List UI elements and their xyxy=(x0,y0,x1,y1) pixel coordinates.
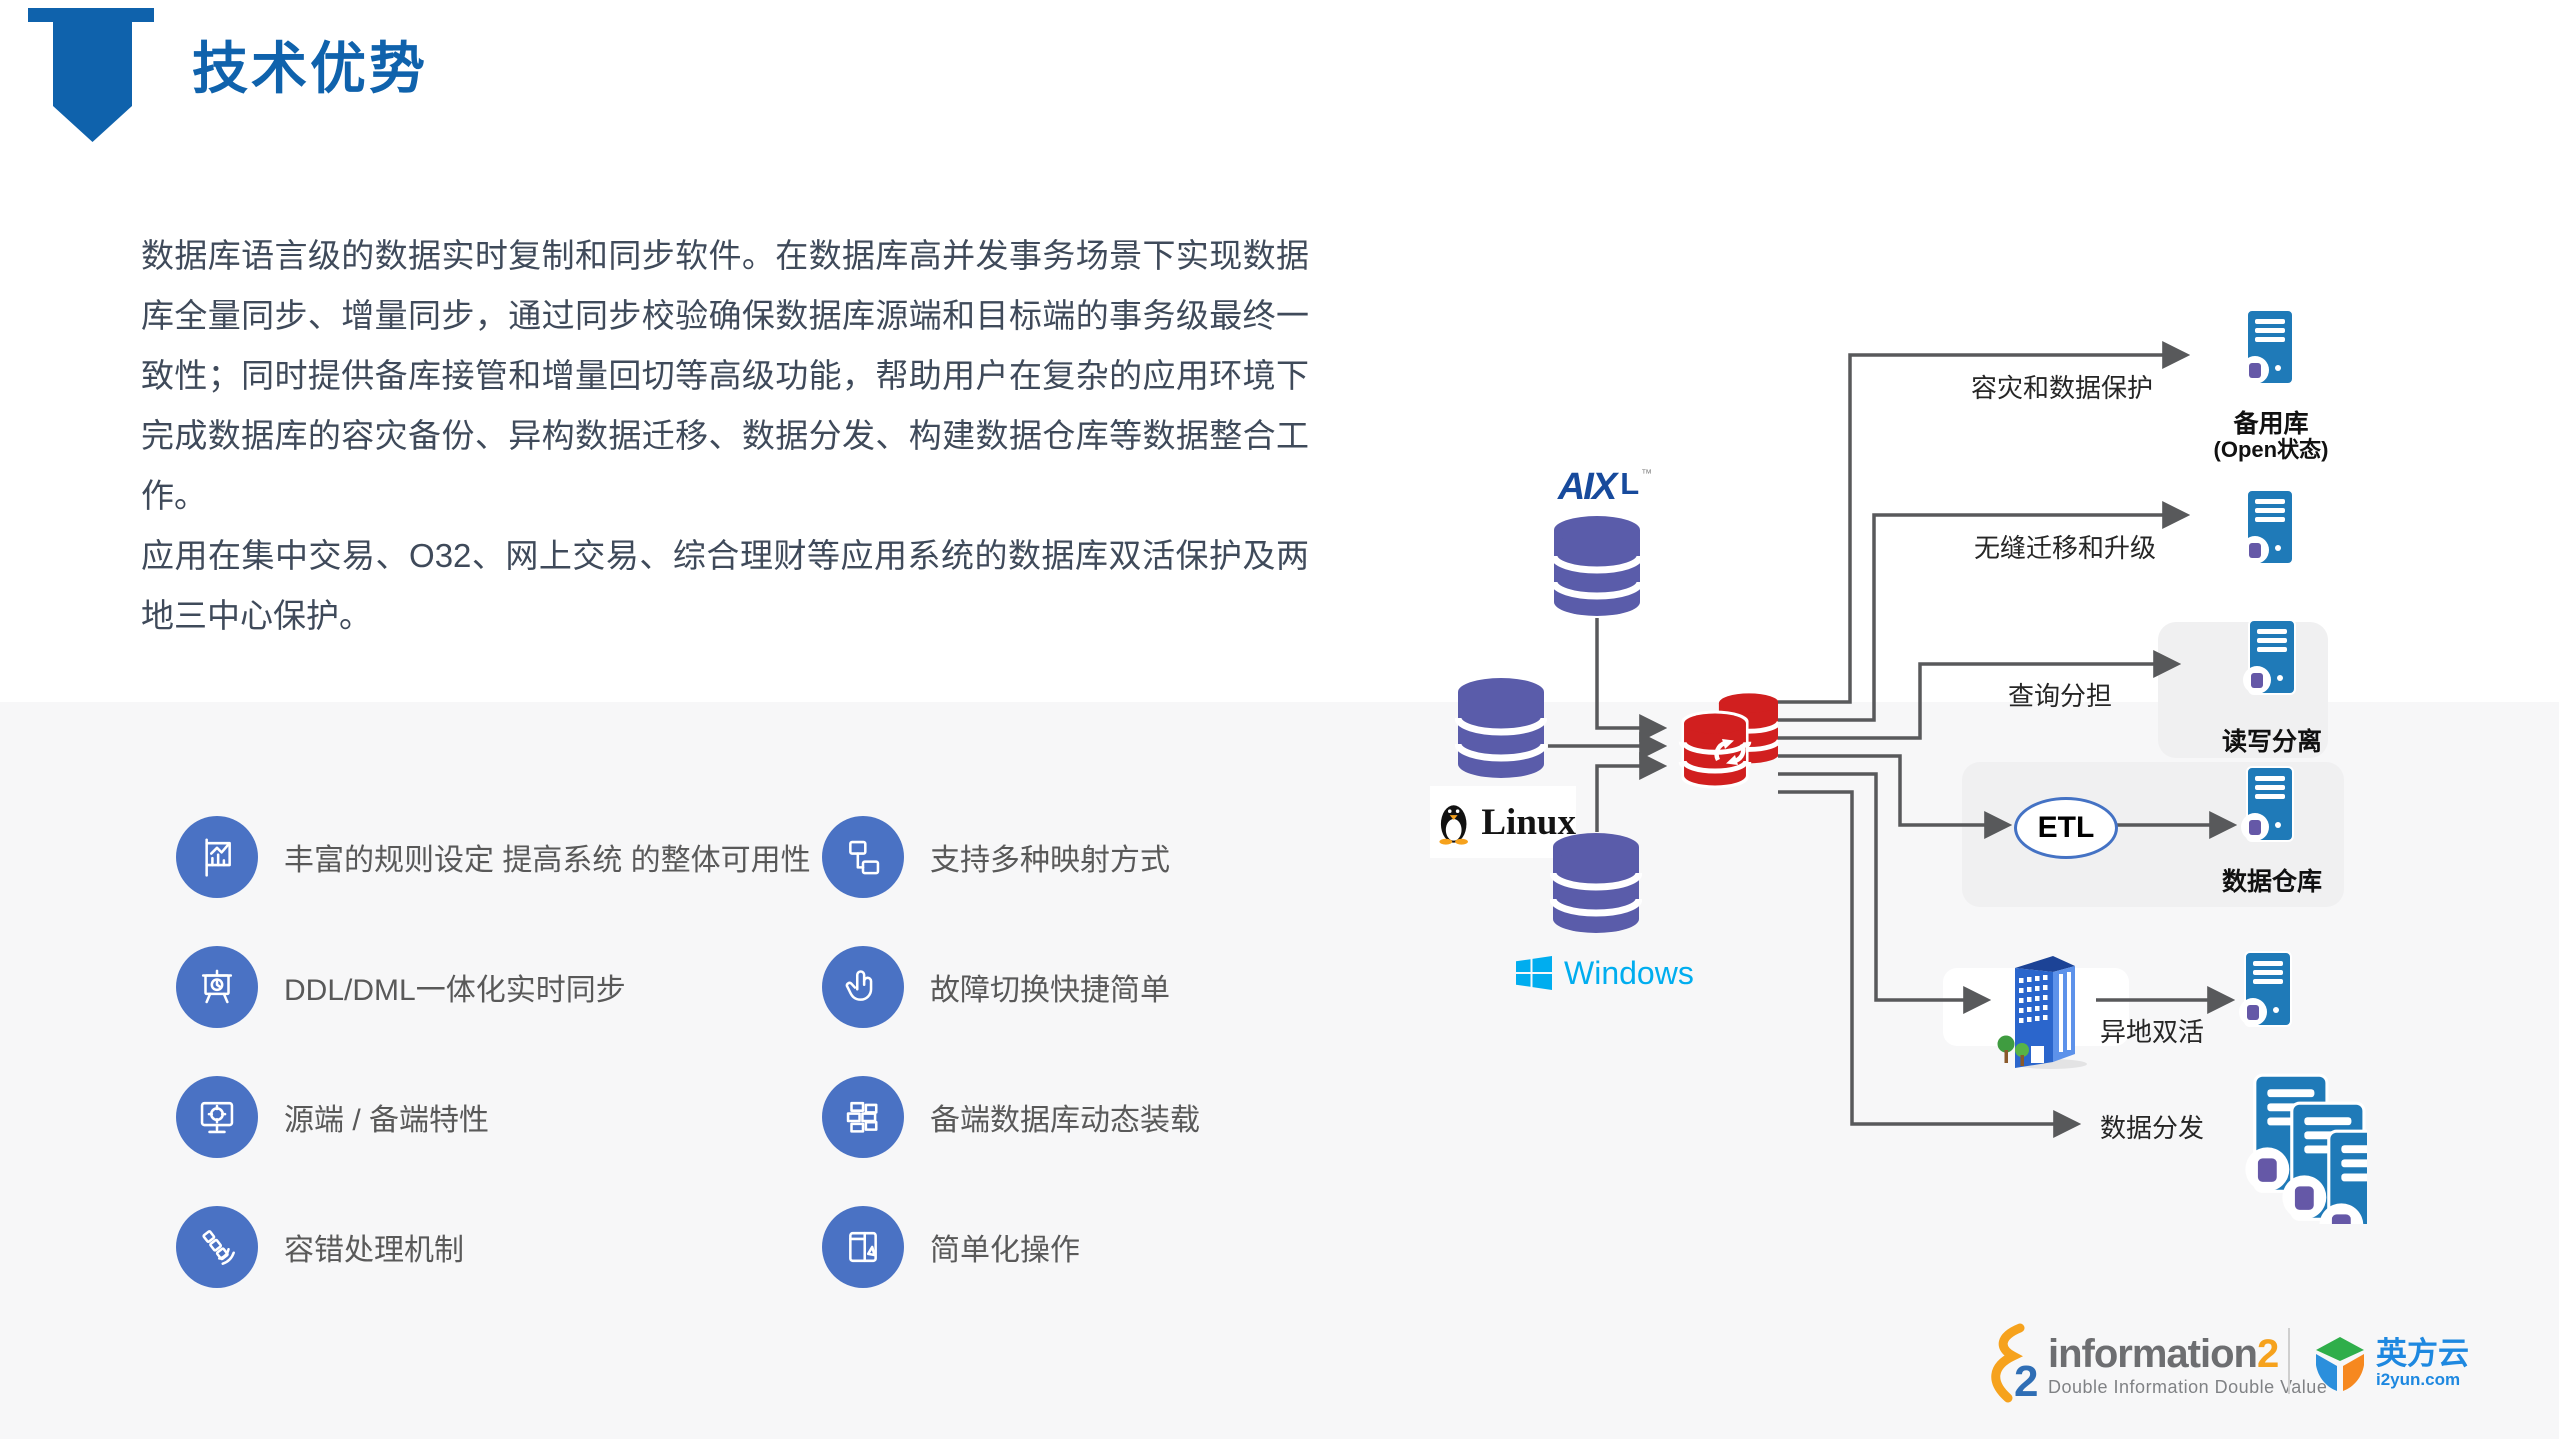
windows-logo-text: Windows xyxy=(1564,954,1694,991)
read-write-split-box xyxy=(2158,622,2328,758)
windows-logo: Windows xyxy=(1516,951,1696,995)
feature-label: 支持多种映射方式 xyxy=(930,844,1170,877)
logo-divider xyxy=(2288,1328,2290,1394)
feature-label: DDL/DML一体化实时同步 xyxy=(284,974,626,1007)
monitor-target-icon xyxy=(176,1076,258,1158)
feature-label: 故障切换快捷简单 xyxy=(930,974,1170,1007)
window-operation-icon xyxy=(822,1206,904,1288)
hand-click-icon xyxy=(822,946,904,1028)
flow-label-disaster-recovery: 容灾和数据保护 xyxy=(1970,373,2154,403)
aix-database-icon xyxy=(1551,514,1643,618)
feature-item: 简单化操作 xyxy=(822,1206,1080,1288)
i2yun-logo-text: 英方云 i2yun.com xyxy=(2376,1336,2469,1390)
feature-label: 容错处理机制 xyxy=(284,1234,464,1267)
aix-logo-text: AIX xyxy=(1557,466,1617,508)
feature-item: 支持多种映射方式 xyxy=(822,816,1170,898)
flow-label-data-distribution: 数据分发 xyxy=(2099,1113,2205,1143)
flow-label-query-offload: 查询分担 xyxy=(2007,681,2113,711)
windows-database-icon xyxy=(1550,831,1642,935)
data-warehouse-server-icon xyxy=(2240,765,2300,857)
chart-board-icon xyxy=(176,816,258,898)
satellite-icon xyxy=(176,1206,258,1288)
feature-item: 容错处理机制 xyxy=(176,1206,464,1288)
feature-item: 丰富的规则设定 提高系统 的整体可用性 xyxy=(176,816,811,898)
distribution-server-stack-icon xyxy=(2222,1072,2367,1224)
information2-logo-text: information2 Double Information Double V… xyxy=(2048,1332,2328,1397)
feature-label: 丰富的规则设定 提高系统 的整体可用性 xyxy=(284,844,811,877)
remote-active-server-icon xyxy=(2238,950,2298,1042)
windows-flag-icon xyxy=(1516,956,1552,990)
feature-item: 故障切换快捷简单 xyxy=(822,946,1170,1028)
page-title: 技术优势 xyxy=(192,37,428,100)
title-ribbon-icon xyxy=(28,8,154,142)
sync-arrows-icon xyxy=(1714,739,1746,765)
tree-icons xyxy=(1997,1035,2029,1066)
intro-text: 数据库语言级的数据实时复制和同步软件。在数据库高并发事务场景下实现数据库全量同步… xyxy=(141,226,1309,646)
target-sublabel-open-state: (Open状态) xyxy=(2213,437,2329,462)
diagram-connectors xyxy=(1548,341,2238,1138)
bricks-icon xyxy=(822,1076,904,1158)
feature-item: 源端 / 备端特性 xyxy=(176,1076,489,1158)
read-write-split-server-icon xyxy=(2242,618,2302,710)
penguin-icon xyxy=(1439,805,1468,845)
linux-database-icon xyxy=(1455,676,1547,780)
feature-label: 备端数据库动态装载 xyxy=(930,1104,1200,1137)
information2-tagline: Double Information Double Value xyxy=(2048,1377,2328,1397)
replication-database-cluster-icon xyxy=(1678,690,1778,794)
standby-db-server-icon xyxy=(2240,308,2300,400)
aix-logo: AIX L ™ xyxy=(1549,458,1661,522)
flow-label-remote-dual-active: 异地双活 xyxy=(2099,1017,2205,1047)
target-label-standby-db: 备用库 xyxy=(2233,410,2309,438)
migration-server-icon xyxy=(2240,488,2300,580)
intro-paragraph-1: 数据库语言级的数据实时复制和同步软件。在数据库高并发事务场景下实现数据库全量同步… xyxy=(141,237,1309,514)
feature-label: 简单化操作 xyxy=(930,1234,1080,1267)
target-label-data-warehouse: 数据仓库 xyxy=(2221,868,2323,896)
feature-item: 备端数据库动态装载 xyxy=(822,1076,1200,1158)
feature-item: DDL/DML一体化实时同步 xyxy=(176,946,626,1028)
presentation-clock-icon xyxy=(176,946,258,1028)
linux-logo-text: Linux xyxy=(1481,801,1576,843)
mapping-nodes-icon xyxy=(822,816,904,898)
linux-logo: Linux xyxy=(1430,786,1576,858)
target-label-read-write-split: 读写分离 xyxy=(2221,728,2323,756)
intro-paragraph-2: 应用在集中交易、O32、网上交易、综合理财等应用系统的数据库双活保护及两地三中心… xyxy=(141,537,1309,634)
i2yun-logo-icon xyxy=(2316,1337,2364,1391)
etl-node: ETL xyxy=(2014,797,2118,859)
information2-logo-icon: 2 xyxy=(1991,1323,2038,1404)
svg-text:2: 2 xyxy=(2014,1357,2038,1404)
flow-label-seamless-migration: 无缝迁移和升级 xyxy=(1973,533,2157,563)
feature-label: 源端 / 备端特性 xyxy=(284,1104,490,1137)
datacenter-building-icon xyxy=(1997,956,2087,1069)
